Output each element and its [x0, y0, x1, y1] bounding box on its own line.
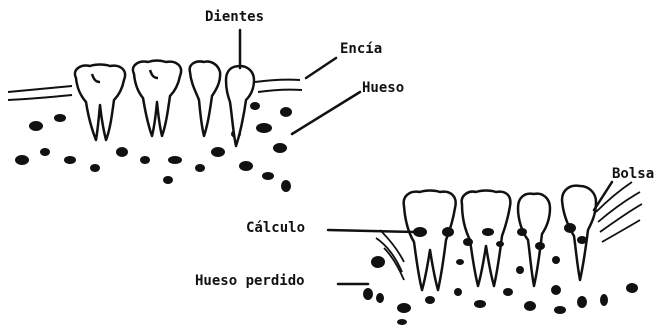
label-dientes: Dientes — [205, 10, 264, 24]
label-bolsa: Bolsa — [612, 167, 654, 181]
label-encia: Encía — [340, 42, 382, 56]
label-hueso: Hueso — [362, 81, 404, 95]
healthy-teeth — [75, 61, 254, 147]
diseased-teeth — [404, 186, 596, 290]
leader-hueso — [292, 92, 360, 134]
label-hueso-perdido: Hueso perdido — [195, 274, 305, 288]
label-calculo: Cálculo — [246, 221, 305, 235]
leader-calculo — [328, 230, 416, 232]
leader-encia — [306, 58, 336, 78]
diseased-bone — [363, 256, 638, 325]
